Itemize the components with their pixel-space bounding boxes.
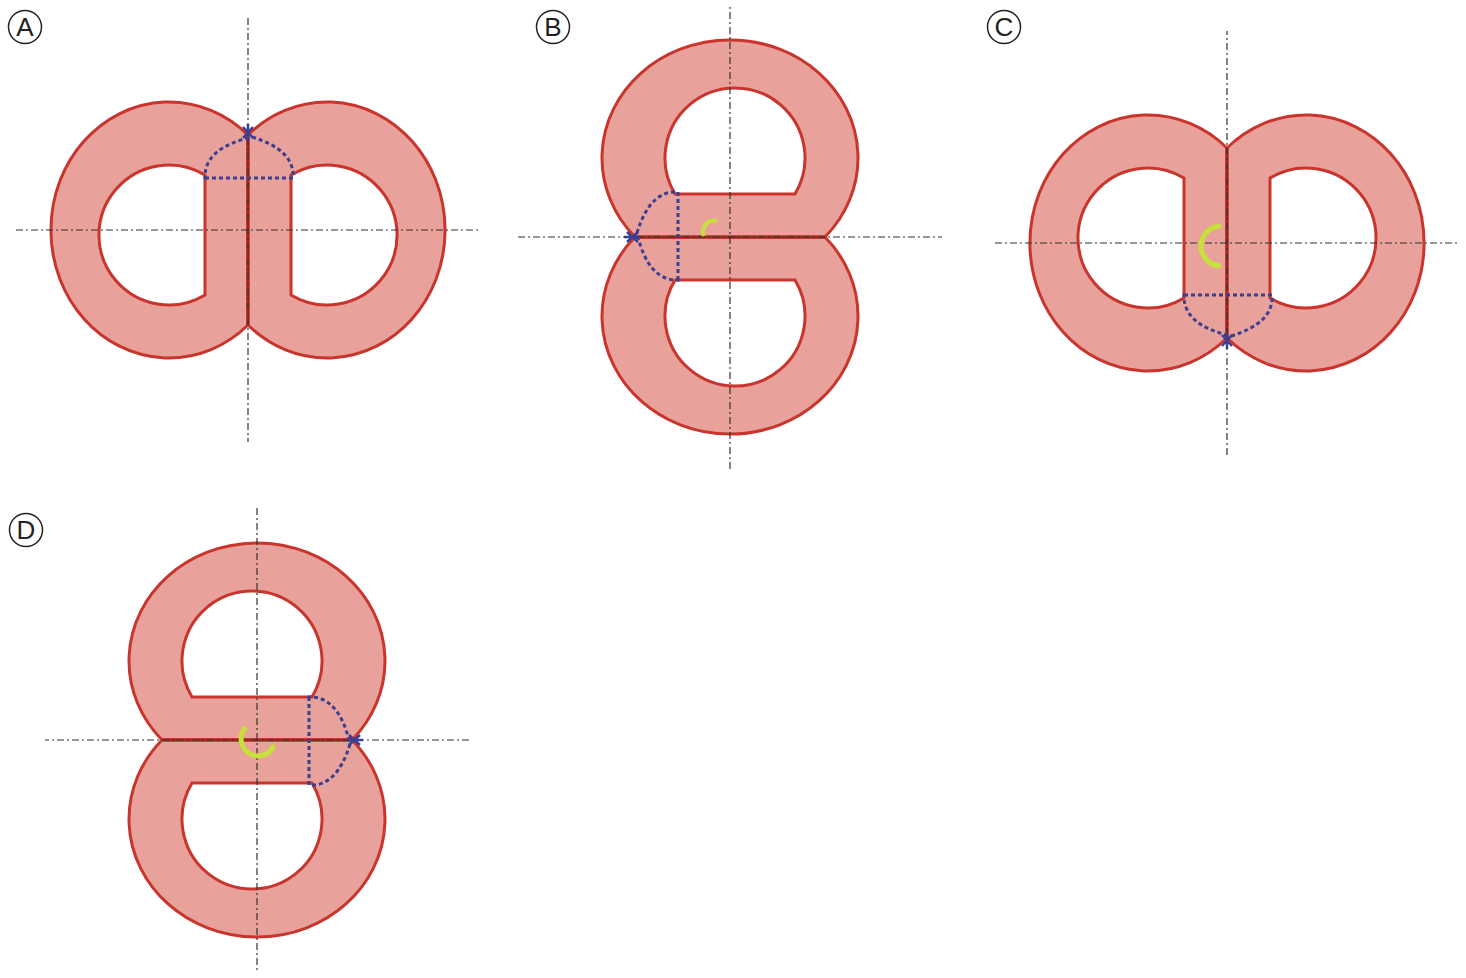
panel-letter-text: B (544, 14, 561, 40)
rotation-arc (1201, 226, 1221, 266)
panel-letter: C (986, 9, 1022, 45)
rotation-arc (241, 727, 274, 756)
panel-a-rings (16, 18, 480, 442)
panel-letter: B (535, 9, 571, 45)
panel-d-rings (45, 508, 469, 972)
panel-letter-text: A (16, 14, 33, 40)
rotation-arc (703, 221, 717, 236)
panel-letter: D (8, 512, 44, 548)
panel-letter-text: D (17, 517, 36, 543)
panel-b-rings (518, 5, 942, 469)
panel-letter: A (7, 9, 43, 45)
panel-letter-text: C (995, 14, 1014, 40)
panel-c-rings (995, 31, 1459, 455)
